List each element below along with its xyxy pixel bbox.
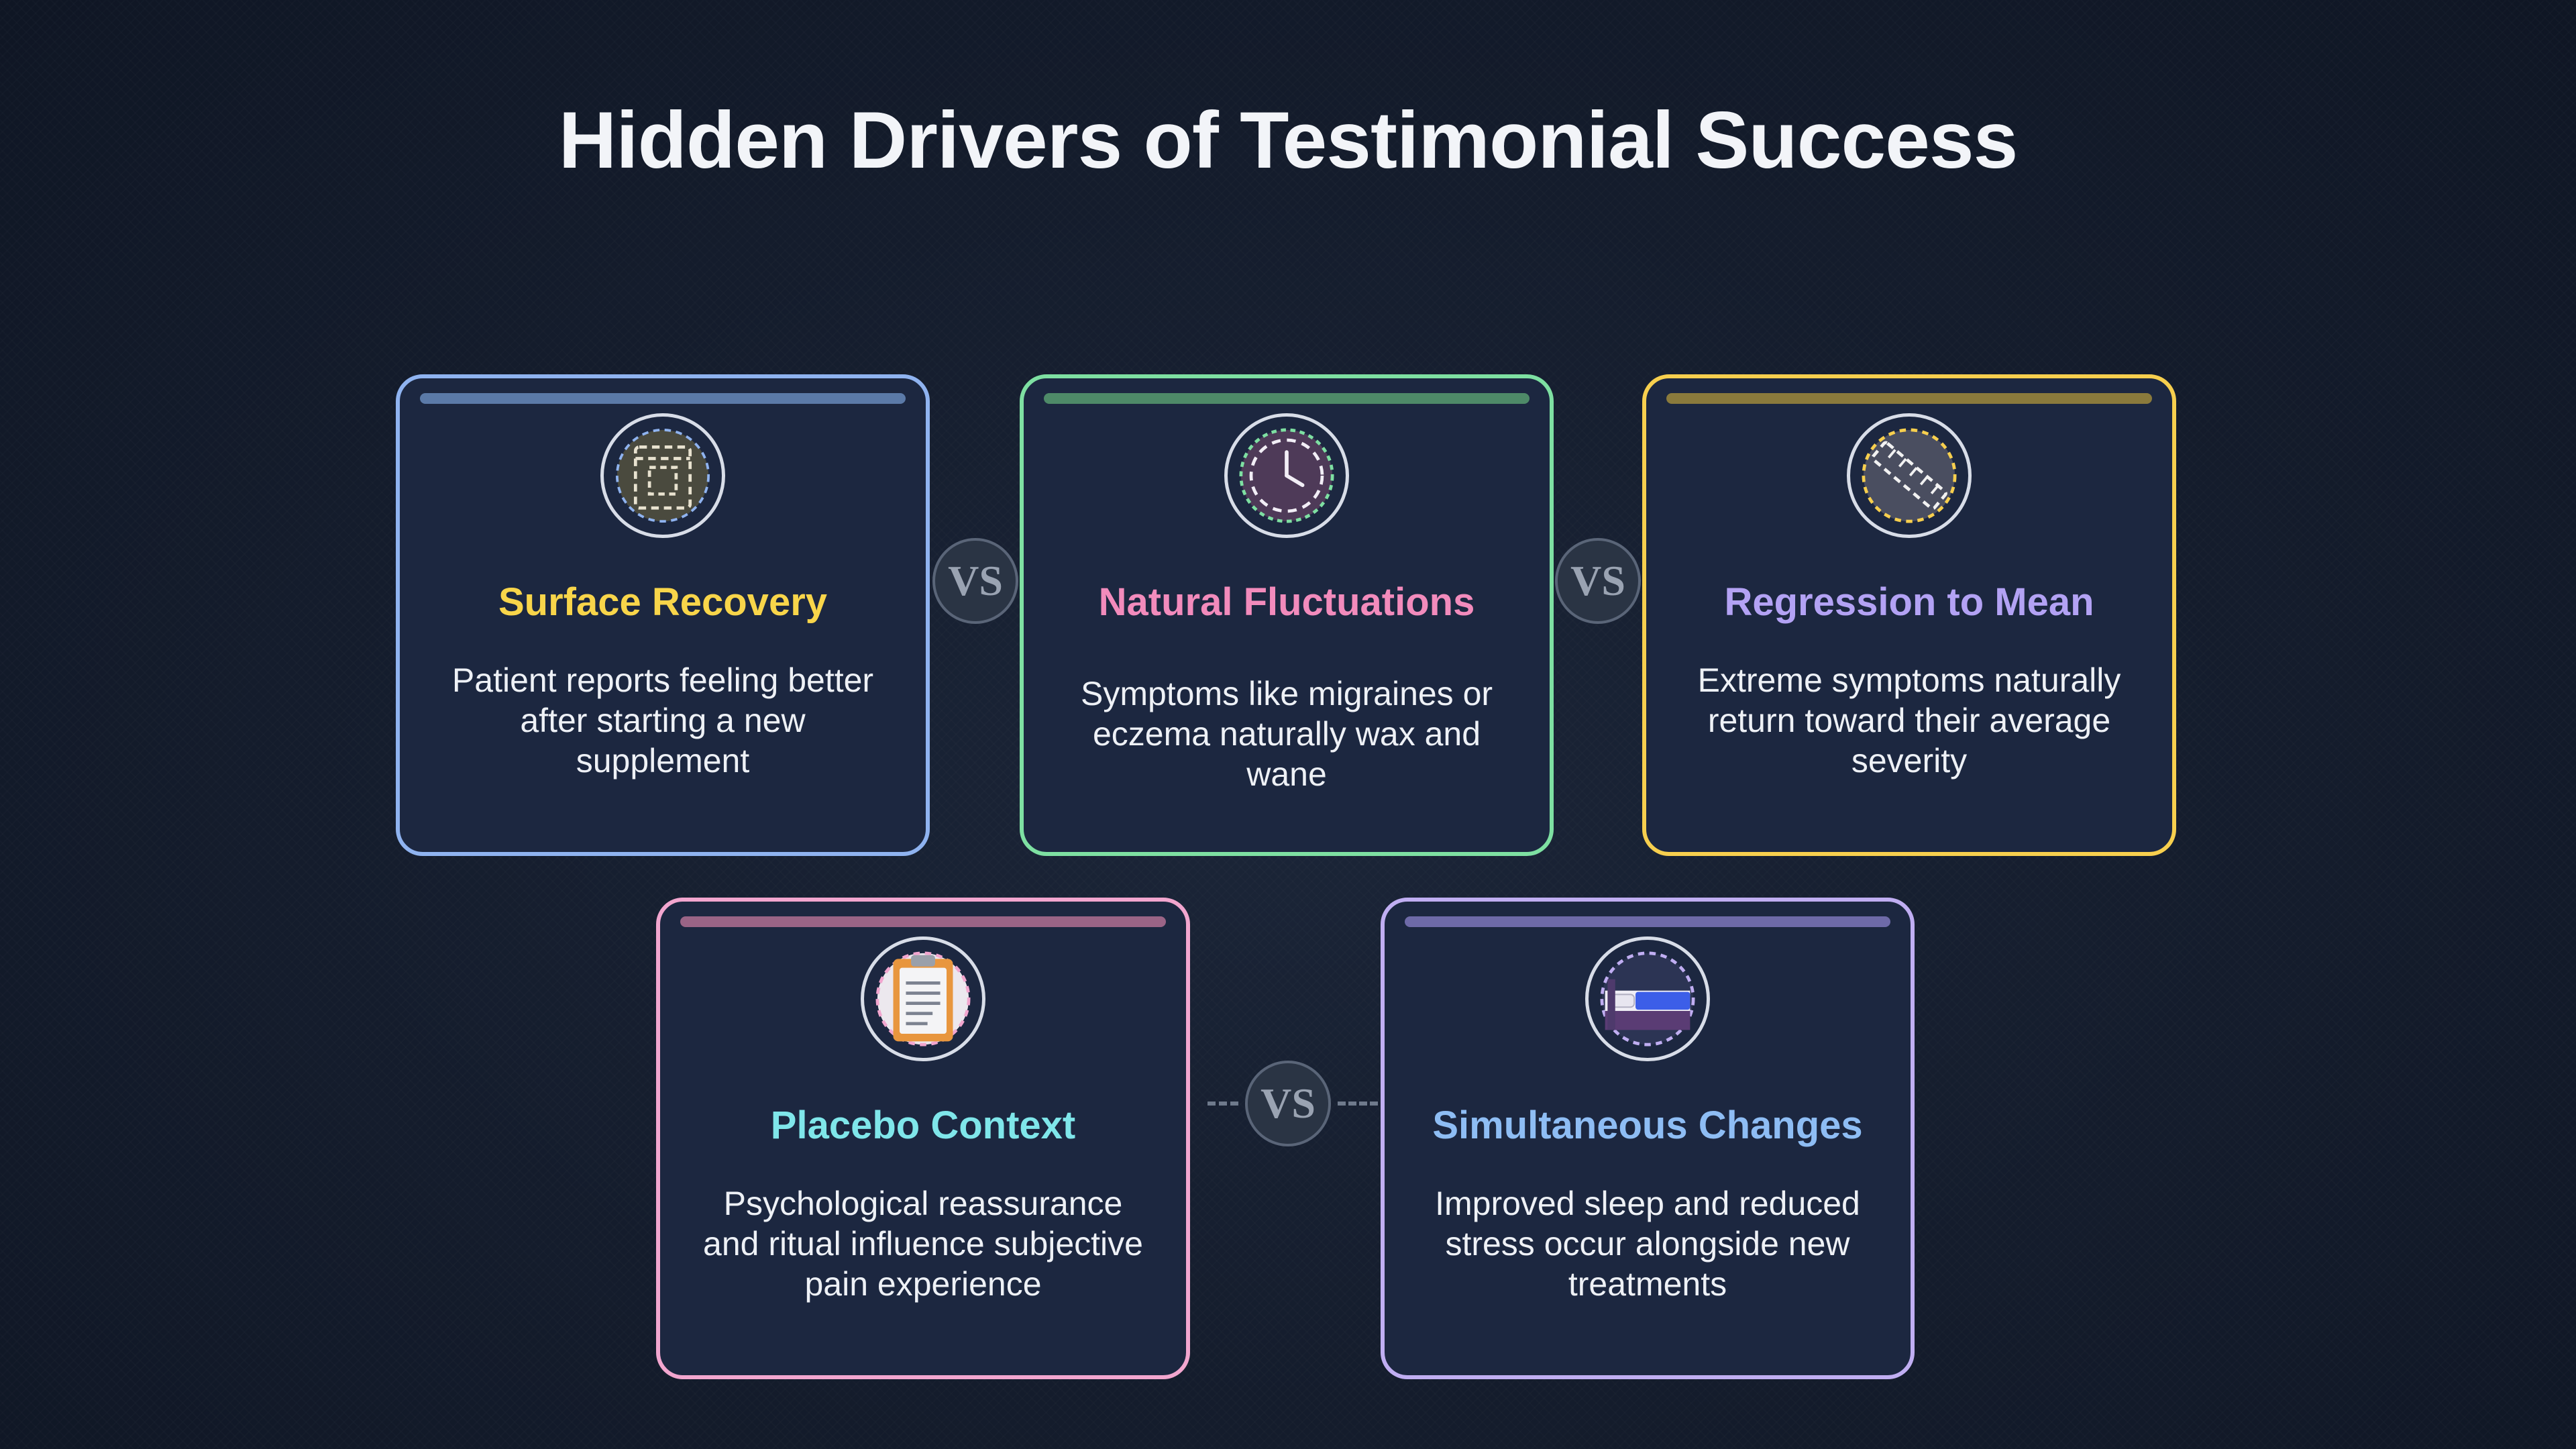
card-heading: Natural Fluctuations bbox=[1098, 580, 1475, 624]
bed-icon bbox=[1585, 936, 1710, 1061]
card-placebo-context: Placebo Context Psychological reassuranc… bbox=[656, 898, 1190, 1379]
card-description: Extreme symptoms naturally return toward… bbox=[1697, 661, 2121, 780]
card-heading: Regression to Mean bbox=[1724, 580, 2094, 624]
card-description: Improved sleep and reduced stress occur … bbox=[1435, 1185, 1860, 1303]
card-surface-recovery: Surface Recovery Patient reports feeling… bbox=[396, 374, 930, 856]
card-heading: Simultaneous Changes bbox=[1432, 1104, 1863, 1147]
card-description: Patient reports feeling better after sta… bbox=[451, 661, 874, 780]
ruler-icon bbox=[1847, 413, 1972, 538]
clock-icon bbox=[1224, 413, 1349, 538]
card-simultaneous-changes: Simultaneous Changes Improved sleep and … bbox=[1381, 898, 1915, 1379]
card-accent-bar bbox=[420, 393, 906, 404]
card-accent-bar bbox=[680, 916, 1166, 927]
vs-badge-2: VS bbox=[1555, 538, 1641, 624]
page-title: Hidden Drivers of Testimonial Success bbox=[558, 95, 2019, 185]
vs-badge-1: VS bbox=[932, 538, 1018, 624]
card-natural-fluctuations: Natural Fluctuations Symptoms like migra… bbox=[1020, 374, 1554, 856]
card-accent-bar bbox=[1044, 393, 1529, 404]
connector-dash-right bbox=[1338, 1102, 1378, 1106]
supplement-box-icon bbox=[600, 413, 725, 538]
card-accent-bar bbox=[1666, 393, 2152, 404]
card-heading: Placebo Context bbox=[770, 1104, 1076, 1147]
connector-dash-left bbox=[1208, 1102, 1238, 1106]
card-description: Psychological reassurance and ritual inf… bbox=[703, 1185, 1143, 1303]
clipboard-icon bbox=[861, 936, 985, 1061]
card-description: Symptoms like migraines or eczema natura… bbox=[1080, 675, 1493, 793]
card-heading: Surface Recovery bbox=[498, 580, 828, 624]
vs-badge-3: VS bbox=[1245, 1061, 1331, 1146]
card-regression-to-mean: Regression to Mean Extreme symptoms natu… bbox=[1642, 374, 2176, 856]
card-accent-bar bbox=[1405, 916, 1890, 927]
